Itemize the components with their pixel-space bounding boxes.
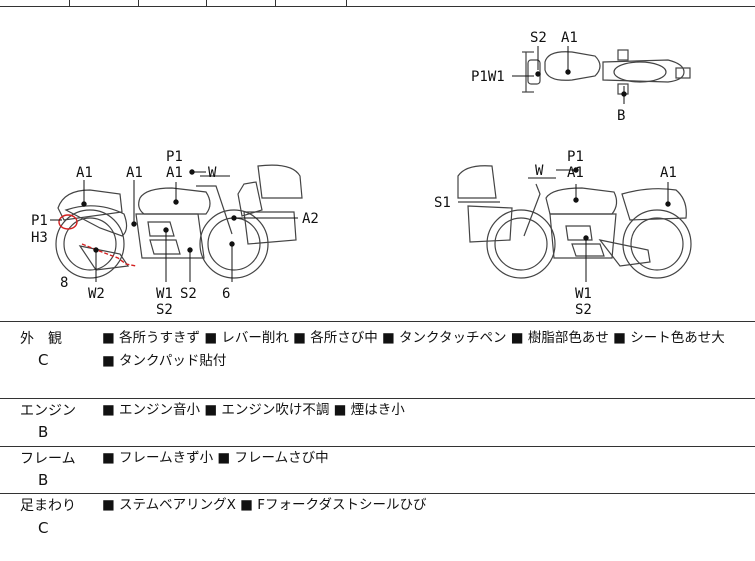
callout-label: 8 xyxy=(60,275,68,291)
callout-label: W xyxy=(535,163,544,179)
callout-label: S2 xyxy=(575,302,592,318)
callout-label: A1 xyxy=(126,165,143,181)
row-divider xyxy=(0,493,755,494)
callout-label: P1 xyxy=(166,149,183,165)
row-divider xyxy=(0,398,755,399)
motorcycle-right-view xyxy=(457,165,692,279)
damage-markings xyxy=(58,214,137,267)
top-table-cell-divider xyxy=(275,0,276,7)
callout-label: S2 xyxy=(530,30,547,46)
row-notes-line: ■ エンジン音小 ■ エンジン吹け不調 ■ 煙はき小 xyxy=(102,402,405,418)
motorcycle-top-view xyxy=(522,49,691,95)
row-notes-line: ■ 各所うすきず ■ レバー削れ ■ 各所さび中 ■ タンクタッチペン ■ 樹脂… xyxy=(102,330,725,346)
diagram-bottom-border xyxy=(0,321,755,322)
row-divider xyxy=(0,446,755,447)
row-notes-line: ■ タンクパッド貼付 xyxy=(102,353,227,369)
damage-circle-marking xyxy=(58,214,78,230)
row-notes-line: ■ フレームきず小 ■ フレームさび中 xyxy=(102,450,329,466)
callout-label: H3 xyxy=(31,230,48,246)
damage-scratch-marking xyxy=(81,243,137,267)
callout-label: A1 xyxy=(166,165,183,181)
row-grade: C xyxy=(38,519,49,537)
callout-label: W1 xyxy=(575,286,592,302)
callout-label: A1 xyxy=(660,165,677,181)
row-label: 外 観 xyxy=(20,331,62,347)
callout-leaders xyxy=(50,46,671,282)
callout-label: B xyxy=(617,108,625,124)
callout-label: P1 xyxy=(31,213,48,229)
callout-label: W1 xyxy=(156,286,173,302)
top-table-border xyxy=(0,6,755,7)
top-table-cell-divider xyxy=(346,0,347,7)
row-grade: B xyxy=(38,471,49,489)
callout-label: A1 xyxy=(76,165,93,181)
top-table-cell-divider xyxy=(138,0,139,7)
callout-label: A1 xyxy=(567,165,584,181)
motorcycle-damage-diagram: S2 A1 P1W1 B P1 A1 W A1 A1 A2 P1 H3 8 W2… xyxy=(31,30,692,318)
top-table-cell-divider xyxy=(69,0,70,7)
callout-label: P1W1 xyxy=(471,69,505,85)
row-grade: B xyxy=(38,423,49,441)
callout-label: A1 xyxy=(561,30,578,46)
motorcycle-left-view xyxy=(55,164,303,279)
callout-label: P1 xyxy=(567,149,584,165)
callout-label: 6 xyxy=(222,286,230,302)
callout-label: S1 xyxy=(434,195,451,211)
row-label: 足まわり xyxy=(20,498,76,514)
callout-label: S2 xyxy=(156,302,173,318)
row-grade: C xyxy=(38,351,49,369)
row-notes-line: ■ ステムベアリングX ■ Fフォークダストシールひび xyxy=(102,497,427,513)
row-label: フレーム xyxy=(20,451,76,467)
callout-label: A2 xyxy=(302,211,319,227)
row-label: エンジン xyxy=(20,403,76,419)
callout-label: W xyxy=(208,165,217,181)
top-table-cell-divider xyxy=(206,0,207,7)
callout-label: S2 xyxy=(180,286,197,302)
callout-label: W2 xyxy=(88,286,105,302)
